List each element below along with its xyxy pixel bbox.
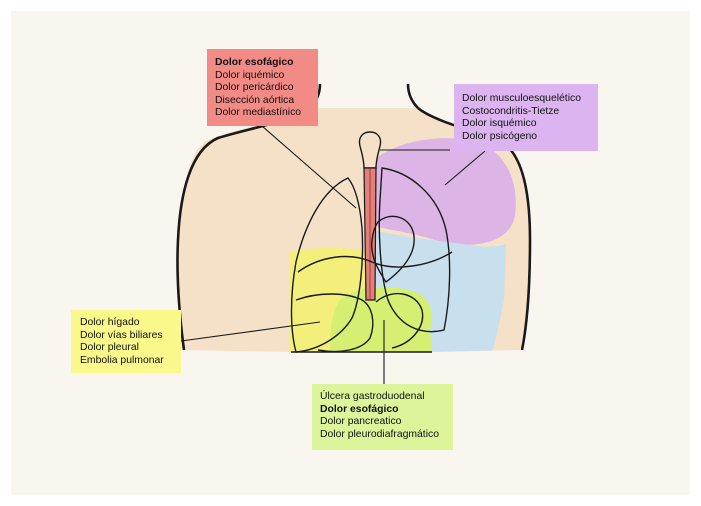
label-line: Dolor pericárdico bbox=[215, 82, 318, 95]
label-box-liver: Dolor hígado Dolor vías biliares Dolor p… bbox=[71, 310, 181, 373]
label-box-gastroduodenal: Úlcera gastroduodenal Dolor esofágico Do… bbox=[312, 384, 453, 450]
label-line: Disección aórtica bbox=[215, 95, 318, 108]
label-line: Dolor musculoesquelético bbox=[462, 93, 598, 106]
region-green bbox=[330, 287, 432, 352]
label-line: Dolor psicógeno bbox=[462, 131, 598, 144]
label-box-esophageal: Dolor esofágico Dolor iquémico Dolor per… bbox=[207, 49, 318, 126]
neck-right bbox=[408, 84, 418, 108]
label-line: Dolor iquémico bbox=[215, 70, 318, 83]
label-line: Costocondritis-Tietze bbox=[462, 106, 598, 119]
label-line: Dolor vías biliares bbox=[80, 330, 181, 343]
label-line: Dolor esofágico bbox=[320, 404, 453, 417]
label-line: Dolor isquémico bbox=[462, 118, 598, 131]
region-purple bbox=[372, 138, 516, 244]
label-line: Dolor mediastínico bbox=[215, 107, 318, 120]
label-line: Dolor esofágico bbox=[215, 57, 318, 70]
label-line: Dolor pancreatico bbox=[320, 416, 453, 429]
label-line: Dolor hígado bbox=[80, 317, 181, 330]
label-line: Úlcera gastroduodenal bbox=[320, 391, 453, 404]
label-box-musculoskeletal: Dolor musculoesquelético Costocondritis-… bbox=[454, 84, 598, 151]
label-line: Embolia pulmonar bbox=[80, 355, 181, 368]
label-line: Dolor pleural bbox=[80, 342, 181, 355]
label-line: Dolor pleurodiafragmático bbox=[320, 429, 453, 442]
